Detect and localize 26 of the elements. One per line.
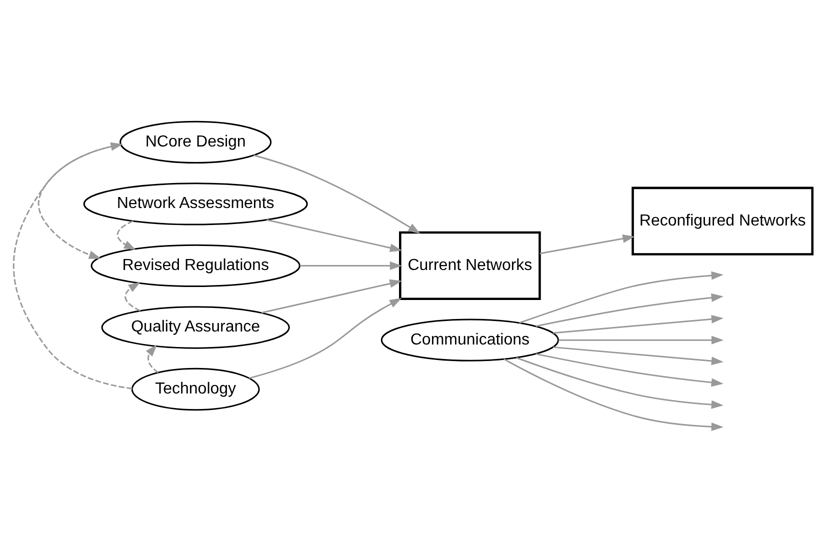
node-ellipse: Quality Assurance bbox=[101, 306, 290, 348]
arrow bbox=[261, 278, 402, 313]
arrow bbox=[552, 314, 724, 334]
arrow bbox=[12, 142, 132, 389]
node-ellipse: Revised Regulations bbox=[90, 244, 300, 287]
arrow bbox=[519, 270, 724, 324]
arrow bbox=[116, 220, 136, 250]
node-ellipse: Network Assessments bbox=[83, 182, 308, 225]
arrow bbox=[516, 356, 724, 408]
arrow bbox=[536, 352, 724, 386]
arrow bbox=[558, 335, 724, 344]
arrow bbox=[146, 344, 159, 373]
arrow bbox=[536, 292, 724, 326]
arrow bbox=[504, 358, 724, 430]
arrow bbox=[266, 218, 402, 252]
node-ellipse: NCore Design bbox=[120, 120, 272, 163]
arrow bbox=[540, 234, 635, 254]
node-ellipse: Communications bbox=[380, 318, 559, 361]
arrow bbox=[254, 154, 420, 234]
arrow bbox=[124, 281, 141, 311]
arrow bbox=[552, 346, 724, 365]
node-box: Reconfigured Networks bbox=[632, 186, 814, 255]
arrow bbox=[248, 298, 402, 378]
node-box: Current Networks bbox=[399, 230, 541, 300]
arrow bbox=[300, 260, 402, 270]
node-ellipse: Technology bbox=[131, 367, 260, 410]
